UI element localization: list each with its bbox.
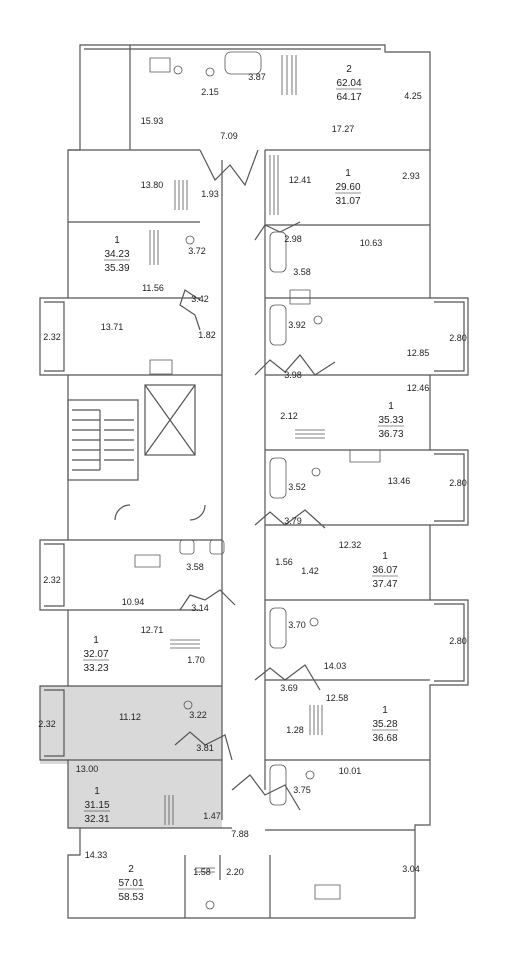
room-area: 3.52 [288,482,306,492]
room-area: 3.69 [280,683,298,693]
room-area: 7.88 [231,829,249,839]
total-area: 36.73 [378,429,403,440]
total-area: 31.07 [335,196,360,207]
room-area: 13.00 [76,764,99,774]
apartment-a4: 1 35.33 36.73 [378,401,404,440]
room-area: 17.27 [332,124,355,134]
room-area: 2.20 [226,867,244,877]
living-area: 31.15 [84,800,109,811]
room-area: 15.93 [141,116,164,126]
living-area: 62.04 [336,78,361,89]
room-area: 14.33 [85,850,108,860]
living-area: 29.60 [335,182,360,193]
room-area: 1.93 [201,189,219,199]
living-area: 36.07 [372,565,397,576]
apartment-a8: 1 31.15 32.31 [84,786,110,825]
rooms-count: 1 [93,635,99,646]
room-area: 3.75 [293,785,311,795]
apartment-a7: 1 35.28 36.68 [372,705,398,744]
rooms-count: 2 [346,64,352,75]
room-area: 1.58 [193,867,211,877]
room-area: 3.81 [196,743,214,753]
rooms-count: 1 [382,551,388,562]
apartment-labels: 2 62.04 64.17 1 29.60 31.07 1 34.23 35.3… [83,64,404,903]
room-area: 2.32 [43,575,61,585]
apartment-a1: 2 62.04 64.17 [336,64,362,103]
rooms-count: 1 [94,786,100,797]
room-area: 1.28 [286,725,304,735]
living-area: 35.28 [372,719,397,730]
total-area: 35.39 [104,263,129,274]
apartment-a9: 2 57.01 58.53 [118,864,144,903]
room-area: 12.46 [407,383,430,393]
room-area: 1.82 [198,330,216,340]
room-area: 11.12 [119,712,141,722]
room-area: 12.85 [407,348,430,358]
room-area: 3.70 [288,620,306,630]
room-area: 11.56 [142,283,164,293]
room-area: 13.46 [388,476,411,486]
rooms-count: 1 [388,401,394,412]
rooms-count: 2 [128,864,134,875]
total-area: 33.23 [83,663,108,674]
apartment-a3: 1 34.23 35.39 [104,235,130,274]
room-area: 2.12 [280,411,298,421]
room-area: 3.58 [186,562,204,572]
room-area: 3.04 [402,864,420,874]
rooms-count: 1 [382,705,388,716]
room-area: 3.22 [189,710,207,720]
room-area: 2.32 [43,332,61,342]
room-area: 10.63 [360,238,383,248]
room-area-labels: 3.87 2.15 4.25 15.93 7.09 17.27 13.80 1.… [38,72,467,877]
room-area: 13.71 [101,322,124,332]
apartment-a6: 1 32.07 33.23 [83,635,109,674]
room-area: 2.80 [449,636,467,646]
rooms-count: 1 [114,235,120,246]
apartment-a5: 1 36.07 37.47 [372,551,398,590]
room-area: 12.71 [141,625,164,635]
room-area: 10.94 [122,597,145,607]
room-area: 3.98 [284,370,302,380]
room-area: 12.32 [339,540,362,550]
room-area: 3.87 [248,72,266,82]
room-area: 2.80 [449,333,467,343]
room-area: 3.92 [288,320,306,330]
living-area: 32.07 [83,649,108,660]
room-area: 4.25 [404,91,422,101]
room-area: 1.42 [301,566,319,576]
fixtures [134,51,381,910]
total-area: 37.47 [372,579,397,590]
room-area: 2.93 [402,171,420,181]
room-area: 7.09 [220,131,238,141]
room-area: 2.80 [449,478,467,488]
room-area: 12.58 [326,693,349,703]
room-area: 13.80 [141,180,164,190]
living-area: 34.23 [104,249,129,260]
total-area: 36.68 [372,733,397,744]
room-area: 2.15 [201,87,219,97]
room-area: 3.79 [284,516,302,526]
living-area: 57.01 [118,878,143,889]
apartment-a2: 1 29.60 31.07 [335,168,361,207]
total-area: 32.31 [84,814,109,825]
total-area: 58.53 [118,892,143,903]
room-area: 3.58 [293,267,311,277]
room-area: 1.47 [203,811,221,821]
living-area: 35.33 [378,415,403,426]
walls [39,44,469,919]
highlighted-apartment-fill [40,686,222,828]
room-area: 2.32 [38,719,56,729]
room-area: 1.70 [187,655,205,665]
room-area: 14.03 [324,661,347,671]
room-area: 12.41 [289,175,312,185]
room-area: 3.14 [191,603,209,613]
room-area: 1.56 [275,557,293,567]
rooms-count: 1 [345,168,351,179]
room-area: 3.72 [188,246,206,256]
room-area: 2.98 [284,234,302,244]
total-area: 64.17 [336,92,361,103]
room-area: 10.01 [339,766,362,776]
room-area: 3.42 [191,294,209,304]
